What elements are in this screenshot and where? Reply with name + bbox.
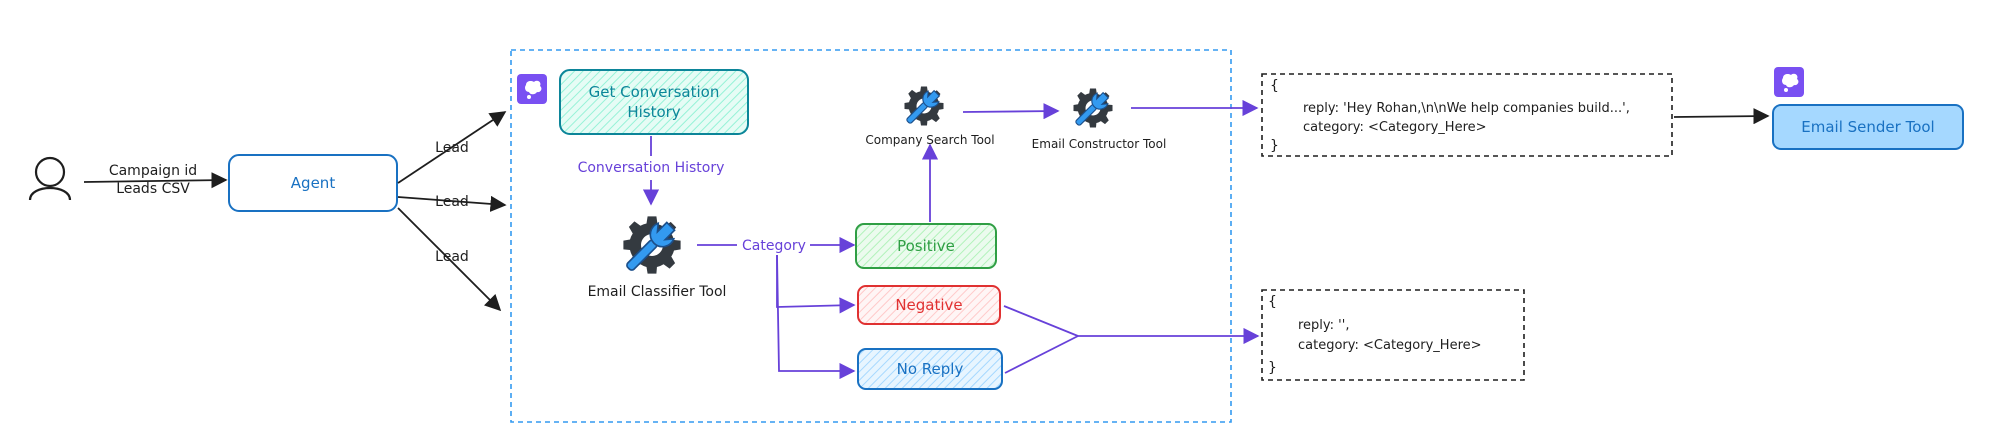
edge-category-to-no-reply <box>776 254 856 380</box>
user-icon <box>28 156 72 201</box>
conversation-history-label: Conversation History <box>578 160 725 176</box>
get-conversation-history-node[interactable]: Get Conversation History <box>559 69 749 135</box>
no-reply-node[interactable]: No Reply <box>857 348 1003 390</box>
positive-node[interactable]: Positive <box>855 223 997 269</box>
positive-json-open: { <box>1270 78 1279 94</box>
company-search-label: Company Search Tool <box>865 133 994 147</box>
negative-node[interactable]: Negative <box>857 285 1001 325</box>
email-sender-label: Email Sender Tool <box>1801 118 1934 136</box>
other-output-json: { reply: '', category: <Category_Here> } <box>1261 289 1525 381</box>
lead-label-1: Lead <box>435 140 469 156</box>
edge-lead-1 <box>397 111 507 184</box>
other-json-reply: reply: '', <box>1298 318 1349 333</box>
edge-lead-2 <box>397 195 507 212</box>
positive-json-category: category: <Category_Here> <box>1303 120 1487 135</box>
input-label-campaign-id: Campaign id <box>109 163 197 179</box>
get-history-line1: Get Conversation <box>589 83 720 101</box>
edge-user-to-agent <box>83 172 228 189</box>
no-reply-label: No Reply <box>897 360 964 378</box>
email-classifier-gear-icon[interactable] <box>619 215 682 278</box>
negative-label: Negative <box>895 296 962 314</box>
edge-lead-3 <box>397 207 502 312</box>
category-label: Category <box>742 238 806 254</box>
positive-output-json: { reply: 'Hey Rohan,\n\nWe help companie… <box>1261 73 1673 157</box>
email-constructor-gear-icon[interactable] <box>1070 87 1114 131</box>
input-label-leads-csv: Leads CSV <box>116 181 190 197</box>
email-constructor-label: Email Constructor Tool <box>1032 137 1167 151</box>
lead-label-3: Lead <box>435 249 469 265</box>
other-json-open: { <box>1268 294 1277 310</box>
positive-json-close: } <box>1270 138 1279 154</box>
positive-json-reply: reply: 'Hey Rohan,\n\nWe help companies … <box>1303 101 1630 116</box>
email-sender-node[interactable]: Email Sender Tool <box>1772 104 1964 150</box>
company-search-gear-icon[interactable] <box>901 85 945 129</box>
crew-container <box>510 49 1232 423</box>
positive-label: Positive <box>897 237 955 255</box>
edge-json-to-email-sender <box>1673 108 1770 125</box>
agent-node[interactable]: Agent <box>228 154 398 212</box>
other-json-category: category: <Category_Here> <box>1298 338 1482 353</box>
edge-category-to-negative <box>776 255 856 314</box>
lead-label-2: Lead <box>435 194 469 210</box>
agent-label: Agent <box>291 174 336 192</box>
get-history-line2: History <box>627 103 680 121</box>
edge-negative-merge <box>1003 305 1079 337</box>
other-json-close: } <box>1268 360 1277 376</box>
email-sender-crewai-badge-icon <box>1774 67 1804 97</box>
edge-no-reply-merge <box>1004 335 1079 374</box>
email-classifier-label: Email Classifier Tool <box>588 284 727 300</box>
edge-company-search-to-constructor <box>962 103 1060 120</box>
crewai-badge-icon <box>517 74 547 104</box>
